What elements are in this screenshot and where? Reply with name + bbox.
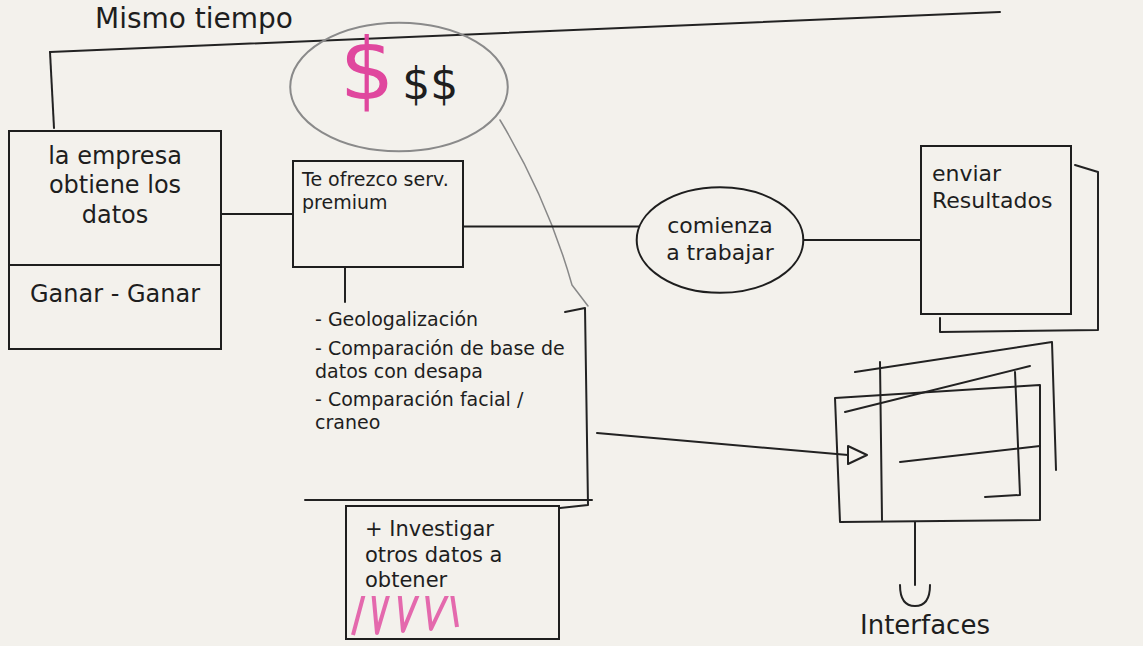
result-box: enviar Resultados <box>920 145 1072 315</box>
ellipse-outline <box>290 23 508 152</box>
connector-line <box>464 226 639 228</box>
arrow-head <box>848 446 867 464</box>
screen-sketch <box>835 385 1040 522</box>
screen-sketch <box>900 446 1040 462</box>
node-text: + Investigar otros datos a obtener <box>361 515 544 596</box>
stand-line <box>914 522 916 585</box>
research-box: + Investigar otros datos a obtener <box>345 505 560 640</box>
node-text: Te ofrezco serv. premium <box>302 168 454 214</box>
bracket-line <box>50 52 54 128</box>
money-ellipse: $$$ <box>288 20 510 154</box>
stand-cup <box>900 585 930 606</box>
node-text: comienza a trabajar <box>657 213 783 267</box>
connector-line <box>344 268 346 302</box>
screen-sketch <box>985 372 1020 497</box>
node-text: la empresa obtiene los datos <box>10 132 220 264</box>
list-item: - Comparación de base de datos con desap… <box>315 337 570 383</box>
sketch-label: Interfaces <box>860 610 990 641</box>
connector-line <box>222 213 292 215</box>
offer-box: Te ofrezco serv. premium <box>292 160 464 268</box>
connector-line <box>803 239 920 241</box>
ellipse-outline <box>637 187 804 293</box>
screen-sketch <box>855 342 1056 470</box>
node-text: Ganar - Ganar <box>10 264 220 323</box>
screen-sketch <box>880 362 882 520</box>
divider-line <box>305 499 592 501</box>
pencil-curve <box>500 120 588 306</box>
timing-note: Mismo tiempo <box>95 2 293 36</box>
node-text: $ <box>336 26 399 112</box>
arrow-line <box>597 433 848 455</box>
ellipse-outline <box>288 20 510 154</box>
list-item: - Geologalización <box>315 308 478 331</box>
screen-sketch <box>845 366 1030 412</box>
list-item: - Comparación facial / craneo <box>315 388 570 434</box>
node-text: enviar Resultados <box>932 161 1060 215</box>
process-box: la empresa obtiene los datosGanar - Gana… <box>8 130 222 350</box>
node-text: $$ <box>398 62 462 106</box>
process-circle: comienza a trabajar <box>635 185 805 295</box>
